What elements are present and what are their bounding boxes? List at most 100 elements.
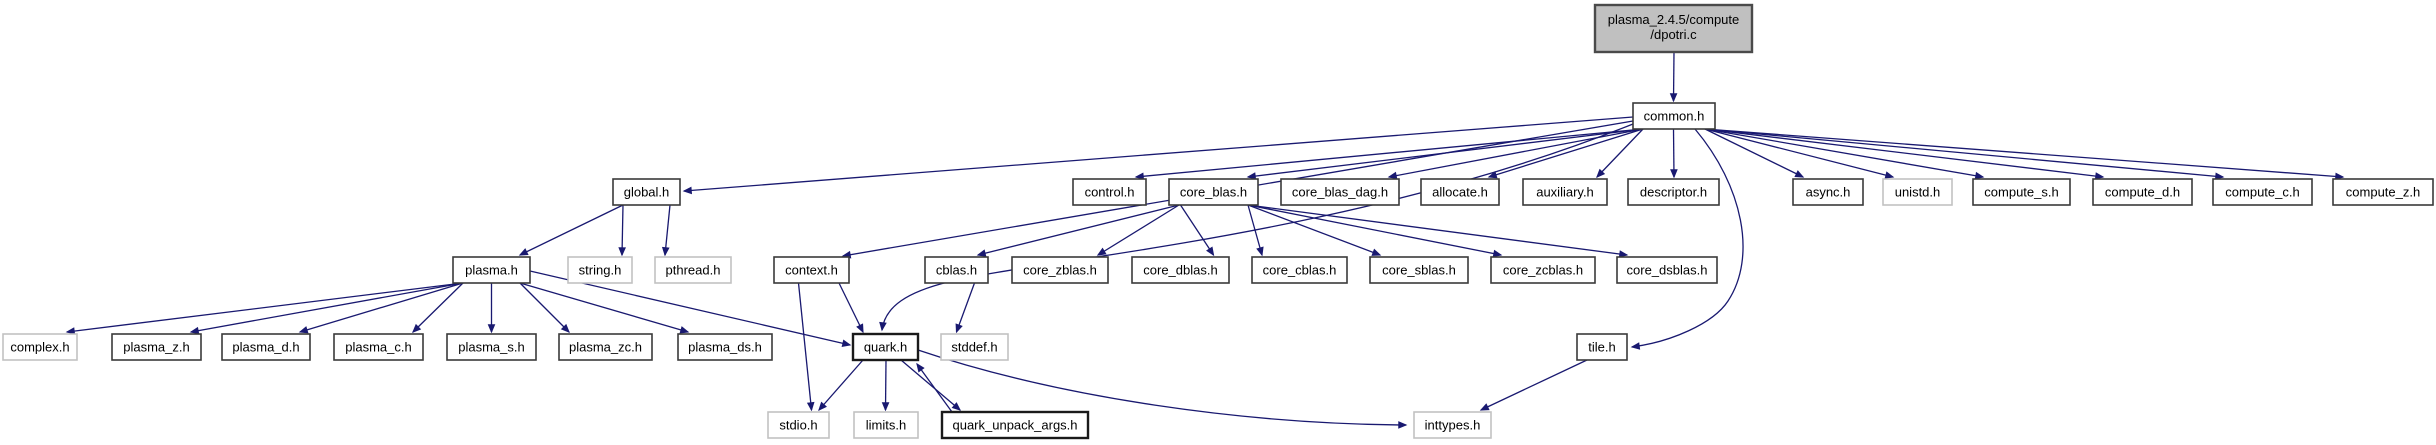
node-box-plasma_c[interactable] [333, 333, 424, 361]
node-box-plasma_ds[interactable] [677, 333, 773, 361]
node-core_blas_dag[interactable]: core_blas_dag.h [1280, 178, 1400, 206]
node-inttypes[interactable]: inttypes.h [1413, 411, 1492, 439]
node-box-quark_unpack_args[interactable] [940, 410, 1090, 440]
node-core_cblas[interactable]: core_cblas.h [1251, 256, 1348, 284]
node-label-core_sblas: core_sblas.h [1382, 263, 1456, 278]
node-box-core_dsblas[interactable] [1616, 256, 1718, 284]
node-box-core_blas[interactable] [1168, 178, 1259, 206]
node-allocate[interactable]: allocate.h [1420, 178, 1500, 206]
node-box-compute_c[interactable] [2212, 178, 2313, 206]
node-cblas[interactable]: cblas.h [924, 256, 989, 284]
node-global[interactable]: global.h [612, 178, 681, 206]
node-box-auxiliary[interactable] [1522, 178, 1608, 206]
node-plasma_zc[interactable]: plasma_zc.h [558, 333, 653, 361]
edge-common-to-compute_z [1704, 128, 2345, 181]
node-box-main[interactable] [1593, 3, 1754, 54]
node-control[interactable]: control.h [1072, 178, 1147, 206]
node-core_sblas[interactable]: core_sblas.h [1369, 256, 1469, 284]
node-label-pthread: pthread.h [666, 263, 721, 278]
node-context[interactable]: context.h [773, 256, 850, 284]
node-box-unistd[interactable] [1882, 178, 1953, 206]
node-limits[interactable]: limits.h [853, 411, 919, 439]
node-box-plasma_z[interactable] [111, 333, 202, 361]
node-box-compute_d[interactable] [2092, 178, 2193, 206]
node-box-string[interactable] [567, 256, 633, 284]
node-plasma_d[interactable]: plasma_d.h [221, 333, 311, 361]
node-core_dsblas[interactable]: core_dsblas.h [1616, 256, 1718, 284]
node-core_blas[interactable]: core_blas.h [1168, 178, 1259, 206]
node-unistd[interactable]: unistd.h [1882, 178, 1953, 206]
node-box-complex[interactable] [2, 333, 78, 361]
node-compute_z[interactable]: compute_z.h [2332, 178, 2434, 206]
node-complex[interactable]: complex.h [2, 333, 78, 361]
node-core_zcblas[interactable]: core_zcblas.h [1490, 256, 1596, 284]
node-box-core_blas_dag[interactable] [1280, 178, 1400, 206]
node-box-tile[interactable] [1576, 333, 1628, 361]
node-quark[interactable]: quark.h [851, 332, 920, 362]
node-plasma[interactable]: plasma.h [452, 256, 531, 284]
node-box-plasma[interactable] [452, 256, 531, 284]
edge-common-to-async [1704, 128, 1805, 178]
node-box-global[interactable] [612, 178, 681, 206]
node-label-control: control.h [1085, 185, 1135, 200]
node-box-core_zblas[interactable] [1011, 256, 1109, 284]
node-box-plasma_d[interactable] [221, 333, 311, 361]
node-box-common[interactable] [1632, 102, 1716, 130]
node-label-tile: tile.h [1588, 340, 1615, 355]
node-plasma_z[interactable]: plasma_z.h [111, 333, 202, 361]
node-string[interactable]: string.h [567, 256, 633, 284]
node-compute_s[interactable]: compute_s.h [1972, 178, 2071, 206]
edge-quark-to-limits [881, 359, 890, 412]
node-box-limits[interactable] [853, 411, 919, 439]
node-pthread[interactable]: pthread.h [654, 256, 732, 284]
node-box-core_zcblas[interactable] [1490, 256, 1596, 284]
node-box-core_sblas[interactable] [1369, 256, 1469, 284]
node-tile[interactable]: tile.h [1576, 333, 1628, 361]
edge-common-to-quark [879, 123, 1634, 332]
node-box-stddef[interactable] [940, 333, 1009, 361]
node-box-core_dblas[interactable] [1131, 256, 1230, 284]
node-main[interactable]: plasma_2.4.5/compute/dpotri.c [1593, 3, 1754, 54]
node-box-control[interactable] [1072, 178, 1147, 206]
node-auxiliary[interactable]: auxiliary.h [1522, 178, 1608, 206]
node-compute_c[interactable]: compute_c.h [2212, 178, 2313, 206]
node-label-common: common.h [1644, 109, 1705, 124]
node-label-quark: quark.h [864, 340, 907, 355]
node-label-plasma_zc: plasma_zc.h [569, 340, 642, 355]
node-box-inttypes[interactable] [1413, 411, 1492, 439]
node-descriptor[interactable]: descriptor.h [1627, 178, 1720, 206]
node-label-core_zblas: core_zblas.h [1023, 263, 1097, 278]
node-label-core_blas: core_blas.h [1180, 185, 1247, 200]
edge-common-to-auxiliary [1596, 128, 1644, 178]
edge-context-to-stdio [797, 282, 815, 412]
node-plasma_c[interactable]: plasma_c.h [333, 333, 424, 361]
node-label-line: plasma_2.4.5/compute [1608, 12, 1740, 27]
node-box-plasma_zc[interactable] [558, 333, 653, 361]
node-common[interactable]: common.h [1632, 102, 1716, 130]
edge-cblas-to-stddef [955, 282, 976, 334]
node-box-plasma_s[interactable] [446, 333, 537, 361]
node-core_dblas[interactable]: core_dblas.h [1131, 256, 1230, 284]
node-box-allocate[interactable] [1420, 178, 1500, 206]
node-box-async[interactable] [1792, 178, 1864, 206]
node-box-pthread[interactable] [654, 256, 732, 284]
node-plasma_ds[interactable]: plasma_ds.h [677, 333, 773, 361]
edge-plasma-to-plasma_ds [519, 282, 690, 334]
node-plasma_s[interactable]: plasma_s.h [446, 333, 537, 361]
node-stdio[interactable]: stdio.h [767, 411, 830, 439]
edge-quark-to-inttypes [917, 349, 1408, 429]
node-quark_unpack_args[interactable]: quark_unpack_args.h [940, 410, 1090, 440]
node-box-cblas[interactable] [924, 256, 989, 284]
node-stddef[interactable]: stddef.h [940, 333, 1009, 361]
node-core_zblas[interactable]: core_zblas.h [1011, 256, 1109, 284]
node-box-stdio[interactable] [767, 411, 830, 439]
node-box-core_cblas[interactable] [1251, 256, 1348, 284]
node-box-quark[interactable] [851, 332, 920, 362]
node-box-compute_z[interactable] [2332, 178, 2434, 206]
node-box-compute_s[interactable] [1972, 178, 2071, 206]
node-box-descriptor[interactable] [1627, 178, 1720, 206]
node-box-context[interactable] [773, 256, 850, 284]
node-async[interactable]: async.h [1792, 178, 1864, 206]
node-compute_d[interactable]: compute_d.h [2092, 178, 2193, 206]
node-label-allocate: allocate.h [1432, 185, 1488, 200]
